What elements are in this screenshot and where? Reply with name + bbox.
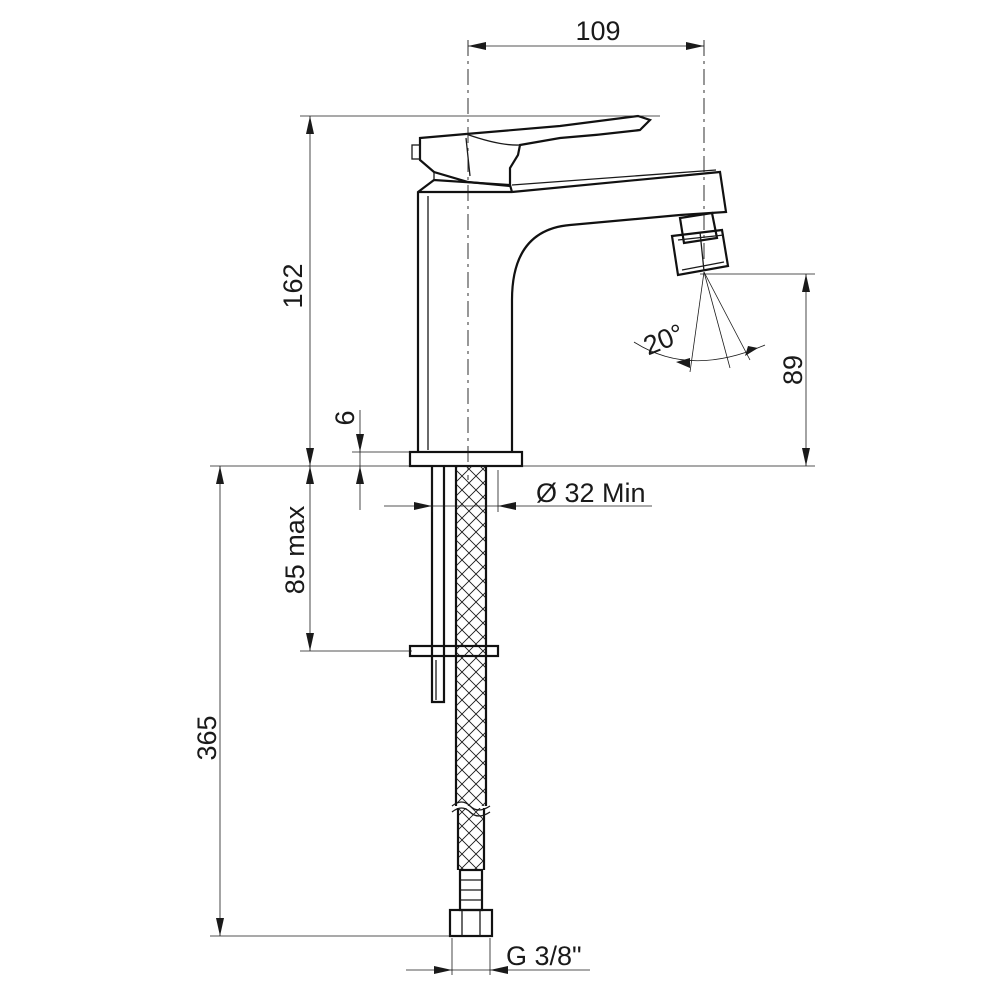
base-plate	[408, 450, 524, 468]
dimension-spout-height: 89	[530, 273, 815, 467]
dimension-hose-length: 365	[192, 465, 452, 937]
label-spout-height: 89	[778, 355, 808, 385]
braided-hose	[451, 466, 491, 870]
hose-connector	[448, 868, 494, 938]
dimension-hole-diameter: Ø 32 Min	[384, 470, 652, 512]
label-hose-length: 365	[192, 715, 222, 760]
label-max-deck-thickness: 85 max	[280, 505, 310, 594]
dimension-total-height: 162	[278, 115, 660, 466]
dimension-connection: G 3/8"	[406, 938, 590, 975]
label-connection: G 3/8"	[506, 941, 582, 971]
label-spray-angle: 20°	[639, 318, 688, 361]
faucet-body	[411, 114, 730, 452]
dimension-projection: 109	[468, 16, 704, 50]
label-total-height: 162	[278, 263, 308, 308]
threaded-rod	[430, 466, 446, 704]
label-base-thickness: 6	[330, 410, 360, 425]
dimension-max-deck-thickness: 85 max	[280, 466, 412, 652]
spray-angle: 20°	[633, 271, 766, 373]
label-hole-diameter: Ø 32 Min	[536, 478, 646, 508]
dimension-base-thickness: 6	[330, 410, 412, 510]
label-projection: 109	[575, 16, 620, 46]
